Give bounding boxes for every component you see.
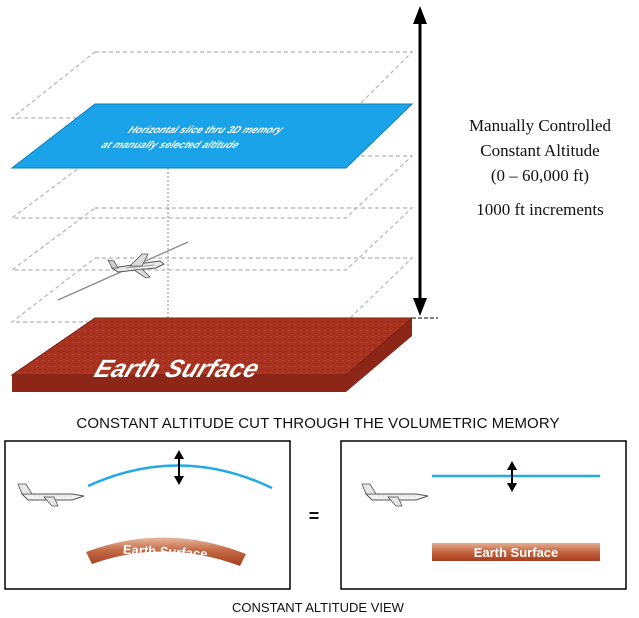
- equals-sign: =: [309, 506, 320, 526]
- earth-surface-slab: Earth Surface: [10, 317, 414, 392]
- earth-slab-top: [10, 317, 414, 376]
- slice-plane-label-line1: Horizontal slice thru 3D memory: [126, 125, 287, 136]
- altitude-control-label: Manually Controlled Constant Altitude (0…: [469, 116, 612, 219]
- earth-slab-side: [12, 318, 412, 392]
- left-panel-earth-label: Earth Surface: [123, 542, 208, 561]
- earth-surface-label: Earth Surface: [91, 356, 263, 383]
- side-label-line2: Constant Altitude: [480, 141, 599, 160]
- cut-caption: CONSTANT ALTITUDE CUT THROUGH THE VOLUME…: [76, 415, 559, 432]
- volumetric-planes: [10, 51, 414, 323]
- slice-plane: Horizontal slice thru 3D memory at manua…: [10, 103, 414, 169]
- slice-plane-label-line2: at manually selected altitude: [99, 140, 242, 151]
- side-label-line3: (0 – 60,000 ft): [491, 166, 589, 185]
- left-panel-altitude-arrow: [174, 450, 184, 485]
- volume-plane-1: [10, 51, 414, 119]
- left-panel-earth-arc: [86, 537, 246, 566]
- right-view-panel: Earth Surface: [340, 440, 627, 590]
- slice-plane-surface: [10, 103, 414, 169]
- side-label-line4: 1000 ft increments: [476, 200, 603, 219]
- volume-plane-4: [10, 207, 414, 271]
- left-panel-aircraft-icon: [17, 483, 85, 507]
- left-view-panel: Earth Surface: [4, 440, 291, 590]
- right-panel-altitude-arrow: [507, 461, 517, 492]
- aircraft-icon: [107, 253, 165, 279]
- altitude-range-arrow: [412, 6, 438, 319]
- view-caption: CONSTANT ALTITUDE VIEW: [232, 600, 405, 615]
- right-panel-earth-label: Earth Surface: [474, 545, 559, 560]
- volume-plane-5: [10, 257, 414, 323]
- side-label-line1: Manually Controlled: [469, 116, 612, 135]
- right-panel-aircraft-icon: [361, 483, 429, 507]
- right-panel-earth-bar: [432, 543, 600, 561]
